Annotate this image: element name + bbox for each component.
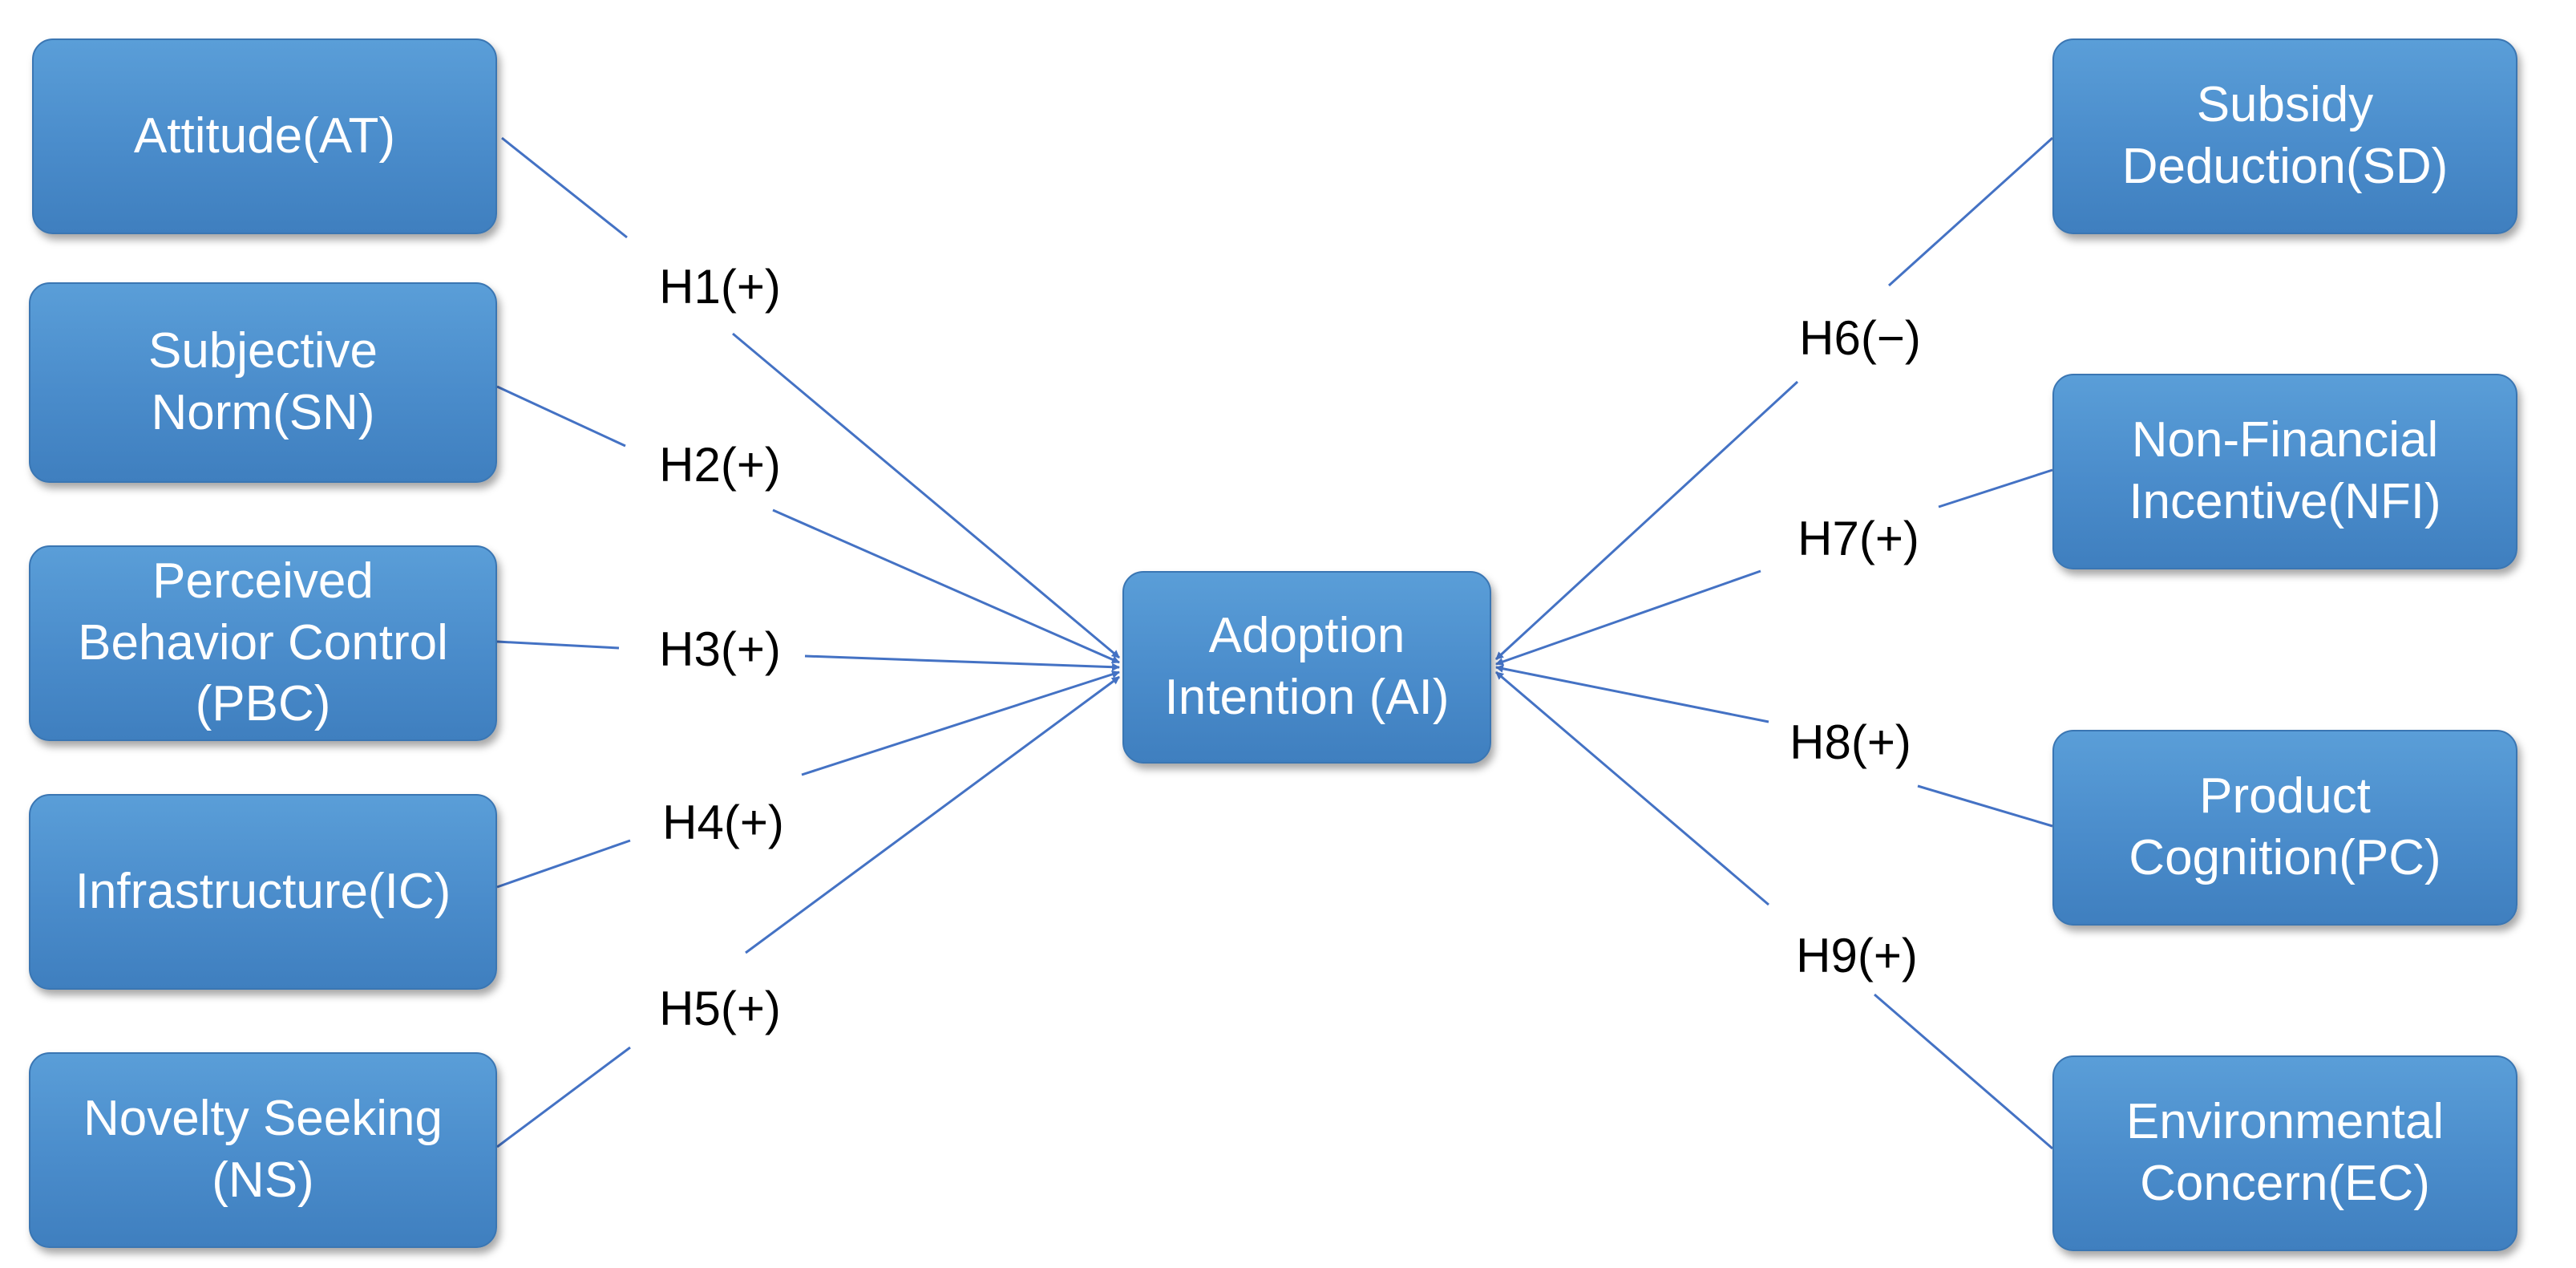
node-subsidy-deduction: Subsidy Deduction(SD): [2052, 38, 2517, 234]
node-environmental-concern: Environmental Concern(EC): [2052, 1055, 2517, 1251]
connector-label-to-ai-h4: [801, 670, 1120, 776]
node-non-financial-incentive: Non-Financial Incentive(NFI): [2052, 374, 2517, 569]
connector-label-to-ai-h6: [1494, 380, 1799, 661]
connector-ec-to-label: [1874, 993, 2053, 1150]
node-attitude: Attitude(AT): [32, 38, 497, 234]
hypothesis-label-h6: H6(−): [1799, 311, 1921, 365]
node-infrastructure-label: Infrastructure(IC): [75, 863, 451, 919]
connector-pbc-to-label: [496, 640, 620, 650]
connector-label-to-ai-h5: [745, 675, 1120, 954]
connector-sn-to-label: [496, 385, 626, 448]
hypothesis-label-h8: H8(+): [1789, 715, 1911, 769]
node-novelty-seeking-label: Novelty Seeking (NS): [83, 1091, 443, 1208]
node-attitude-label: Attitude(AT): [133, 107, 396, 164]
node-infrastructure: Infrastructure(IC): [29, 794, 497, 990]
connector-label-to-ai-h1: [732, 332, 1120, 659]
connector-label-to-ai-h9: [1495, 670, 1769, 906]
connector-label-to-ai-h7: [1495, 569, 1761, 666]
node-environmental-concern-label: Environmental Concern(EC): [2125, 1094, 2445, 1211]
connector-ic-to-label: [496, 839, 631, 889]
connector-label-to-ai-h3: [804, 654, 1120, 671]
connector-pc-to-label: [1917, 784, 2053, 828]
hypothesis-label-h2: H2(+): [659, 438, 781, 492]
connector-nfi-to-label: [1938, 468, 2053, 508]
node-perceived-behavior-control-label: Perceived Behavior Control (PBC): [78, 553, 448, 732]
hypothesis-label-h1: H1(+): [659, 260, 781, 314]
hypothesis-label-h5: H5(+): [659, 982, 781, 1035]
node-subjective-norm-label: Subjective Norm(SN): [148, 323, 378, 440]
hypothesis-label-h9: H9(+): [1796, 929, 1918, 982]
node-non-financial-incentive-label: Non-Financial Incentive(NFI): [2129, 412, 2441, 529]
hypothesis-label-h3: H3(+): [659, 622, 781, 676]
connector-sd-to-label: [1887, 136, 2054, 287]
connector-label-to-ai-h2: [772, 508, 1120, 664]
node-novelty-seeking: Novelty Seeking (NS): [29, 1052, 497, 1248]
node-product-cognition-label: Product Cognition(PC): [2129, 768, 2441, 885]
node-subsidy-deduction-label: Subsidy Deduction(SD): [2121, 77, 2449, 194]
node-subjective-norm: Subjective Norm(SN): [29, 282, 497, 483]
node-perceived-behavior-control: Perceived Behavior Control (PBC): [29, 545, 497, 741]
connector-at-to-label: [501, 136, 628, 239]
node-adoption-intention: Adoption Intention (AI): [1122, 571, 1491, 764]
connector-label-to-ai-h8: [1495, 664, 1769, 723]
node-adoption-intention-label: Adoption Intention (AI): [1164, 608, 1450, 725]
connector-ns-to-label: [496, 1046, 631, 1148]
hypothesis-label-h7: H7(+): [1798, 512, 1919, 565]
node-product-cognition: Product Cognition(PC): [2052, 730, 2517, 926]
hypothesis-label-h4: H4(+): [662, 796, 784, 849]
